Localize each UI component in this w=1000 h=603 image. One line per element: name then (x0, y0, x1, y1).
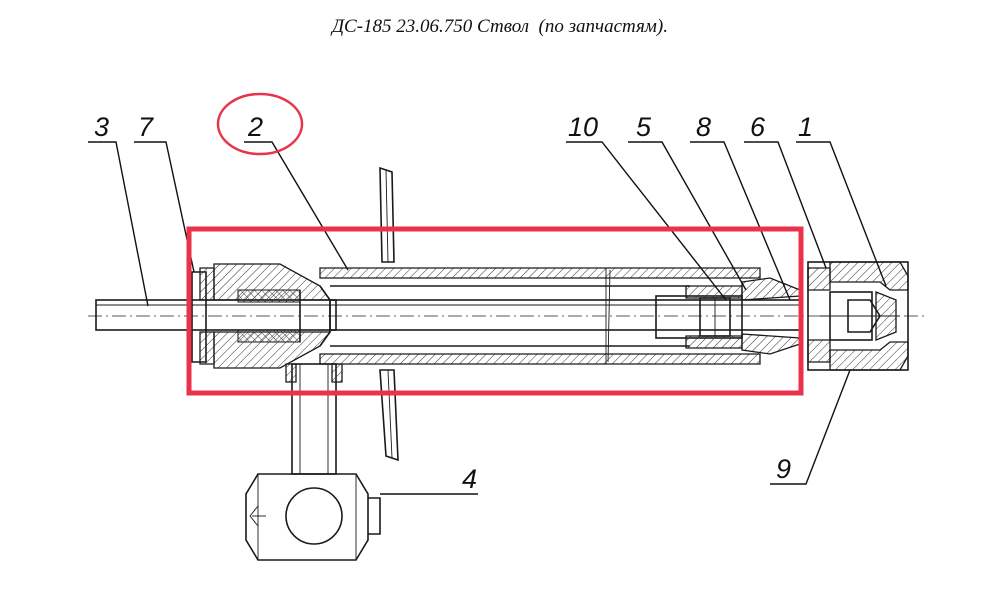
flange-plate (379, 166, 399, 462)
part-label-7: 7 (138, 112, 154, 142)
diagram-title: ДС-185 23.06.750 Ствол (по запчастям). (331, 16, 669, 37)
highlight-ellipse (216, 92, 304, 156)
side-pipe (285, 363, 343, 475)
part-label-5: 5 (636, 112, 652, 142)
highlight-rectangle (186, 226, 804, 396)
part-label-8: 8 (696, 112, 711, 142)
part-label-1: 1 (798, 112, 813, 142)
tube-part-2 (319, 267, 761, 365)
part-label-10: 10 (568, 112, 598, 142)
piston-part-10-5 (655, 277, 801, 355)
part-label-2: 2 (247, 112, 263, 142)
fitting-part-4 (245, 473, 381, 561)
leader-lines (88, 141, 887, 495)
part-label-6: 6 (750, 112, 766, 142)
left-fitting (213, 263, 332, 369)
right-cap (807, 261, 909, 371)
part-label-9: 9 (776, 454, 791, 484)
part-label-4: 4 (462, 464, 477, 494)
part-label-3: 3 (94, 112, 109, 142)
